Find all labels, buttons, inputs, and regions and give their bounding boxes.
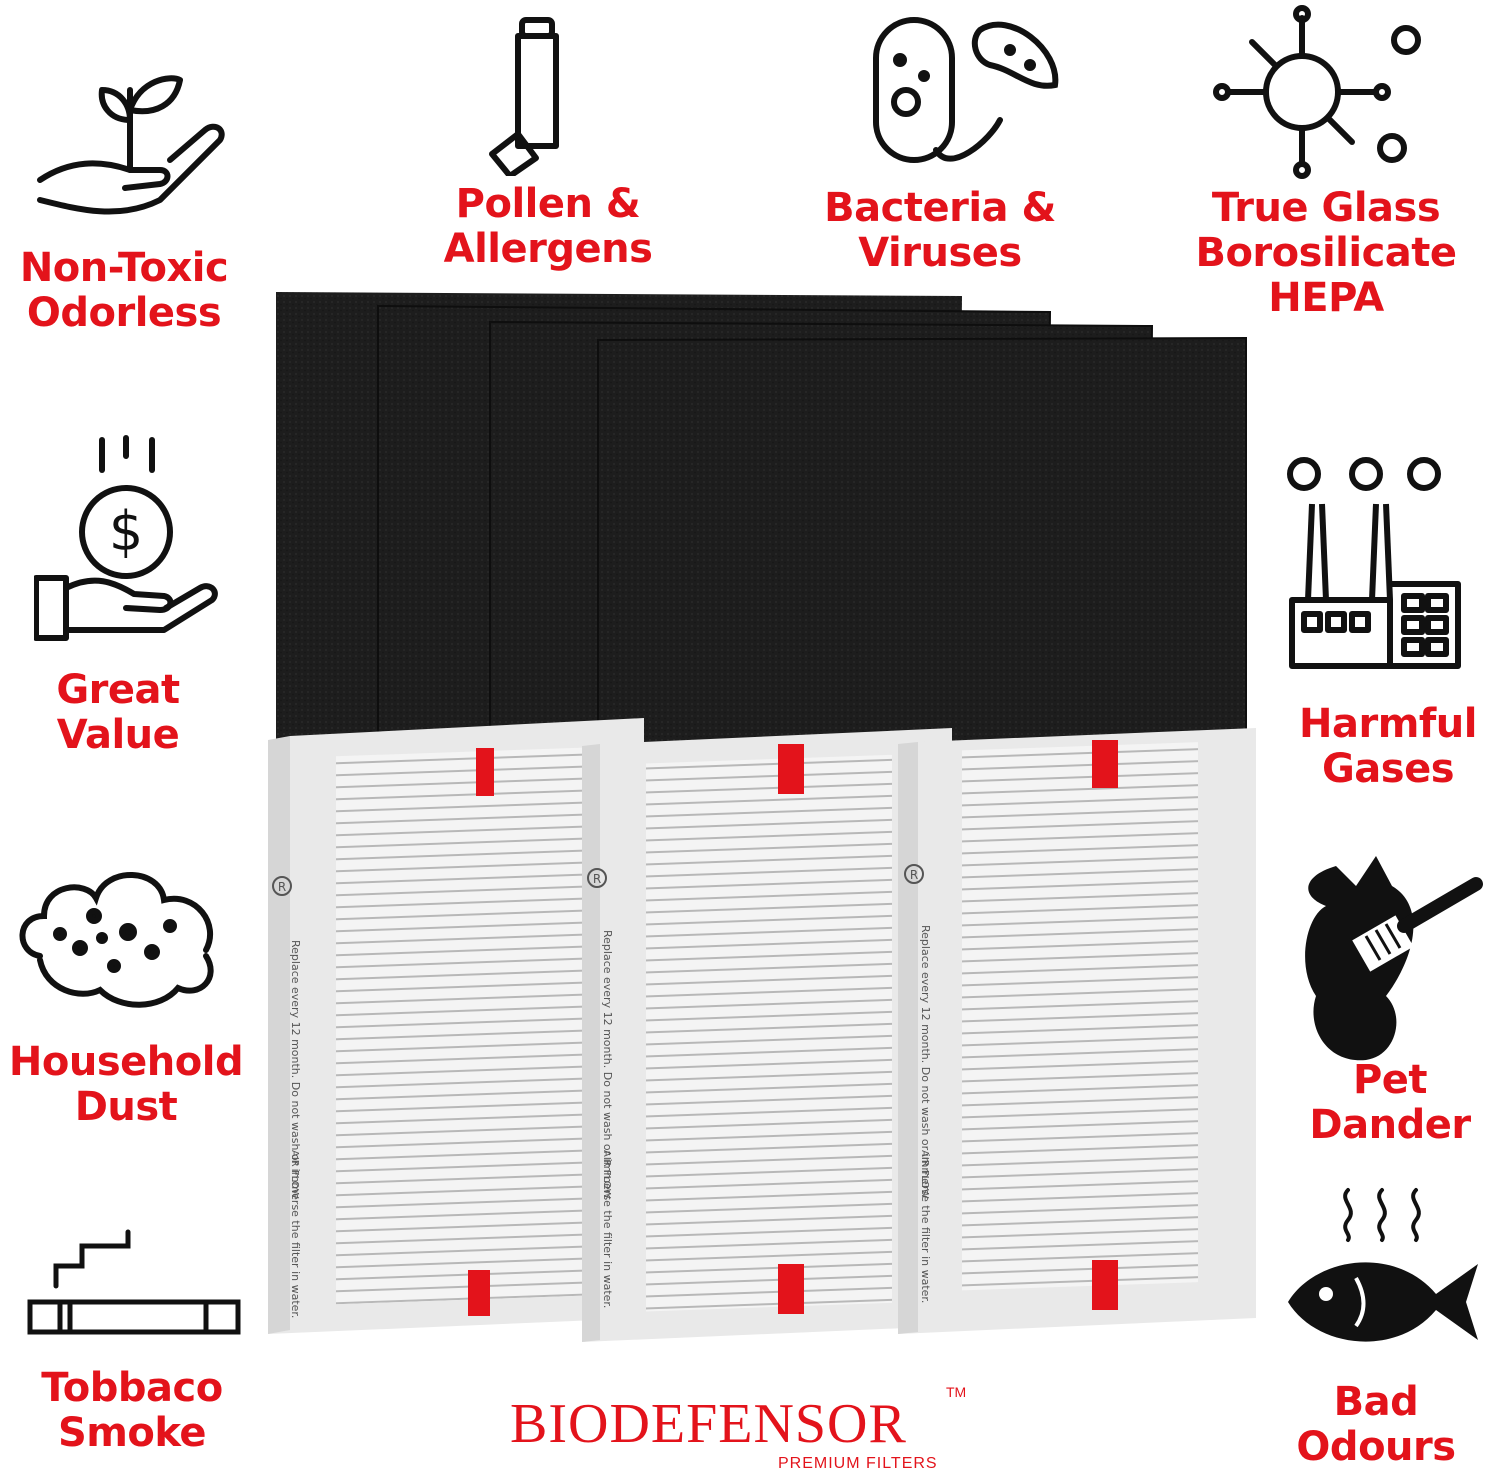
hepa-filter-3: [898, 728, 1256, 1334]
filter-care-text-1: Replace every 12 month. Do not wash or i…: [289, 940, 302, 1318]
filter-logo-text-2: R: [593, 872, 601, 886]
carbon-prefilter-4: [597, 336, 1247, 746]
filter-logo-text-3: R: [910, 868, 918, 882]
filter-airflow-text-3: AIR FLOW: [919, 1150, 930, 1199]
filter-3-print: R Replace every 12 month. Do not wash or…: [904, 864, 932, 1303]
filter-care-text-2: Replace every 12 month. Do not wash or i…: [601, 930, 614, 1308]
bacteria-icon: [860, 10, 1070, 180]
hepa-filter-1: [268, 718, 644, 1334]
dust-cloud-icon: [10, 860, 230, 1030]
feature-label-bacteria: Bacteria &Viruses: [824, 185, 1056, 276]
filter-1-print: R Replace every 12 month. Do not wash or…: [272, 876, 302, 1318]
brand-tagline: PREMIUM FILTERS: [778, 1455, 938, 1472]
virus-molecule-icon: [1210, 4, 1440, 184]
hepa-filter-2: [582, 728, 952, 1342]
factory-icon: [1286, 454, 1466, 674]
cigarette-icon: [26, 1226, 246, 1346]
filter-2-print: R Replace every 12 month. Do not wash or…: [587, 868, 614, 1308]
brand-trademark: TM: [946, 1384, 967, 1400]
filter-airflow-text-1: AIR FLOW: [289, 1150, 300, 1199]
filter-care-text-3: Replace every 12 month. Do not wash or i…: [919, 925, 932, 1303]
pet-brush-icon: [1296, 846, 1486, 1066]
filter-logo-text-1: R: [278, 880, 286, 894]
filter-airflow-text-2: AIR FLOW: [601, 1150, 612, 1199]
brand-name: BIODEFENSOR: [510, 1393, 907, 1455]
plant-in-hand-icon: [30, 50, 230, 230]
feature-label-pollen: Pollen &Allergens: [443, 181, 653, 272]
svg-text:$: $: [109, 500, 143, 563]
inhaler-icon: [486, 16, 596, 176]
fish-odour-icon: [1286, 1186, 1480, 1366]
coin-in-hand-icon: $: [34, 434, 224, 654]
